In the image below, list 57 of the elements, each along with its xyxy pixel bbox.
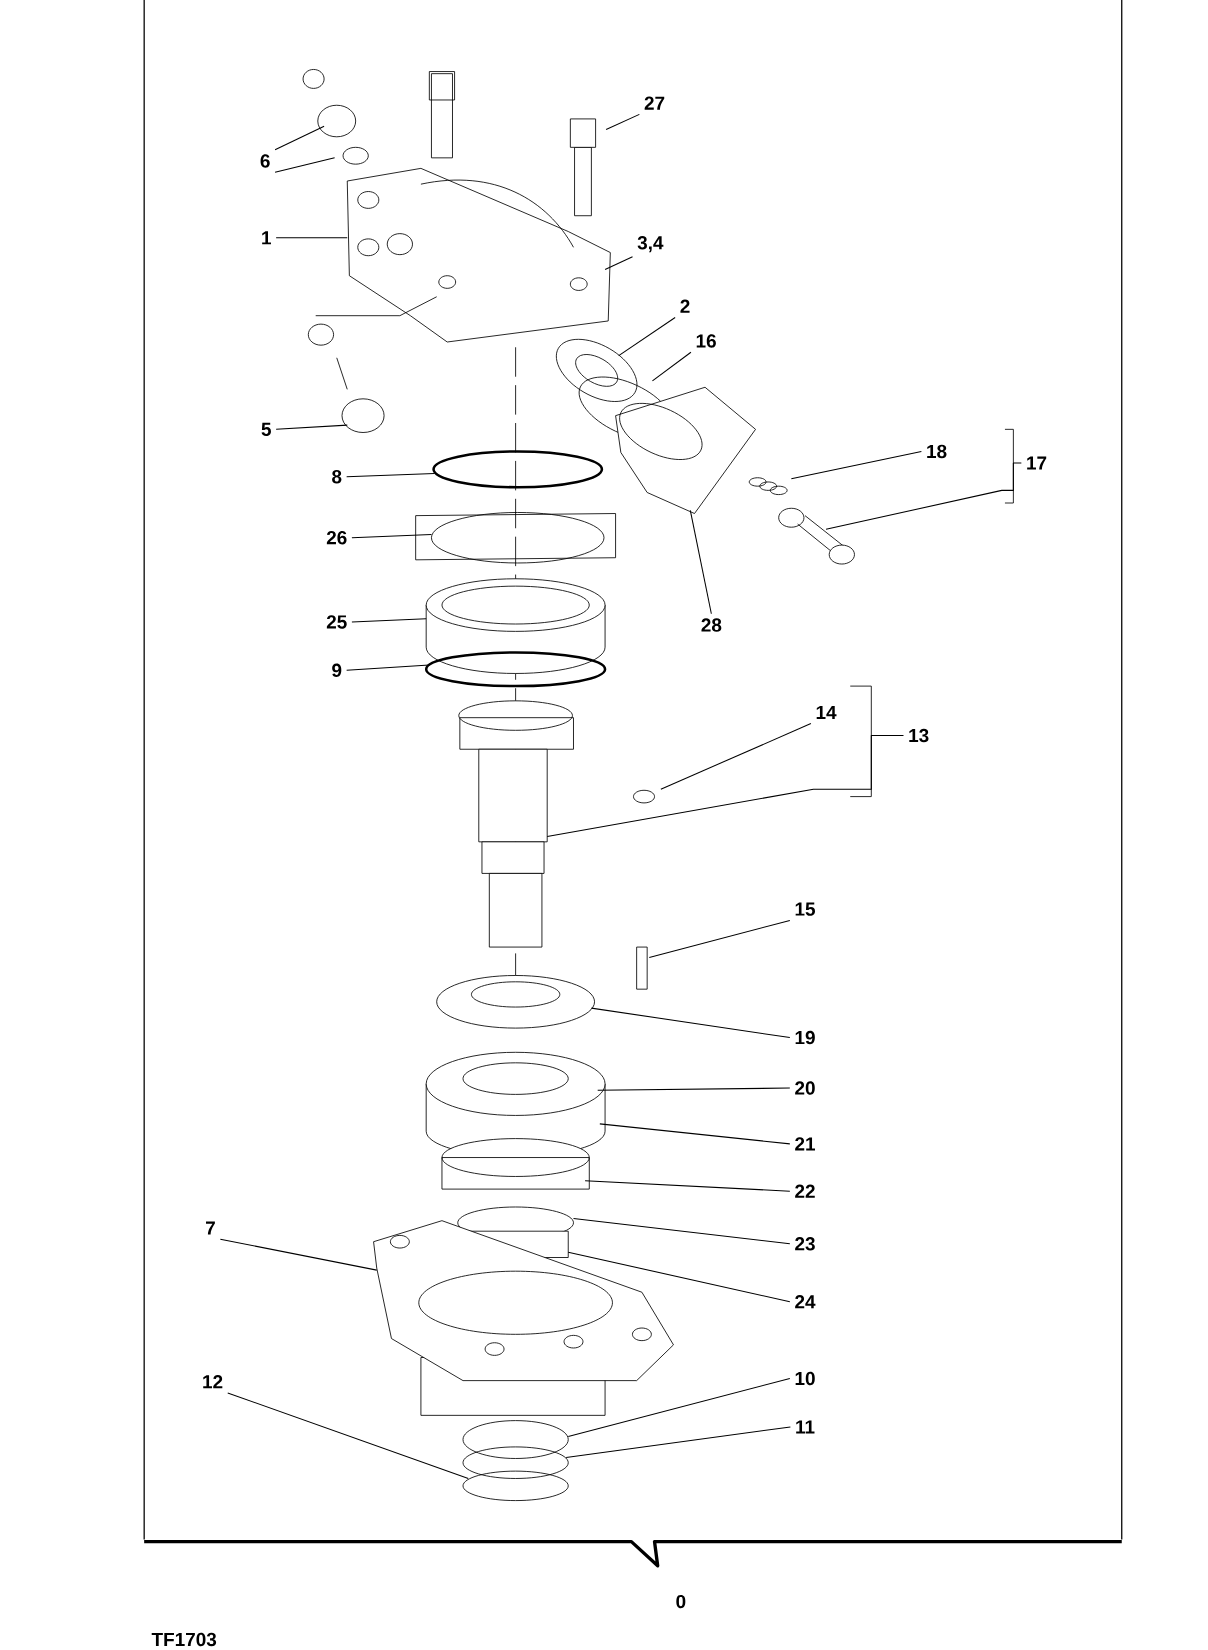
callout-number: 5 (261, 422, 271, 436)
callout-number: 20 (795, 1081, 815, 1095)
leader-line (660, 723, 812, 790)
leader-line (584, 1180, 791, 1192)
leader-line (567, 1251, 791, 1303)
leader-line (346, 473, 436, 478)
callout-number: 21 (795, 1137, 815, 1151)
leader-line (227, 1392, 469, 1479)
callout-number: 27 (644, 96, 665, 110)
callout-number: 2 (680, 299, 690, 313)
leader-line (599, 1123, 791, 1145)
leader-line (689, 509, 712, 615)
callout-number: 7 (206, 1221, 215, 1235)
callout-number: 28 (701, 618, 722, 632)
leader-line (651, 351, 692, 382)
callout-number: 11 (796, 1420, 815, 1434)
label: TF1703 (151, 1632, 217, 1647)
callout-number: 14 (816, 705, 837, 719)
leader-line (597, 1087, 791, 1091)
callout-number: 16 (696, 334, 716, 348)
callout-number: 26 (326, 531, 347, 545)
callout-number: 23 (795, 1237, 815, 1251)
callout-number: 19 (795, 1030, 815, 1045)
leader-line (565, 1426, 791, 1458)
leader-line (219, 1238, 378, 1271)
leader-line (351, 534, 432, 539)
leader-line (605, 113, 640, 130)
callout-number: 10 (795, 1371, 815, 1386)
leader-line (275, 424, 348, 430)
callout-number: 17 (1027, 456, 1047, 470)
callout-number: 25 (326, 615, 347, 629)
leader-line (274, 157, 336, 173)
callout-number: 24 (795, 1295, 816, 1309)
callout-number: 3,4 (637, 236, 664, 253)
leader-line (790, 450, 922, 480)
callout-number: 15 (795, 902, 815, 916)
leader-line (567, 1378, 791, 1437)
callout-number: 9 (332, 663, 342, 678)
callout-number: 12 (203, 1375, 223, 1389)
callout-number: 1 (262, 231, 271, 245)
callout-number: 8 (332, 470, 342, 484)
leader-line (346, 664, 430, 671)
leader-line (275, 237, 348, 239)
callout-number: 22 (795, 1184, 815, 1198)
leader-line (825, 462, 1022, 530)
leader-line (546, 735, 904, 838)
leader-line (618, 316, 676, 357)
leader-line (274, 125, 325, 151)
callout-number: 18 (927, 444, 947, 459)
leader-line (648, 919, 791, 959)
leader-line (590, 1007, 791, 1039)
callout-number: 13 (909, 728, 929, 743)
leader-line (572, 1218, 791, 1245)
leader-line (351, 618, 427, 623)
callout-number: 6 (260, 154, 270, 168)
leader-line (604, 256, 634, 270)
label: 0 (676, 1594, 686, 1609)
